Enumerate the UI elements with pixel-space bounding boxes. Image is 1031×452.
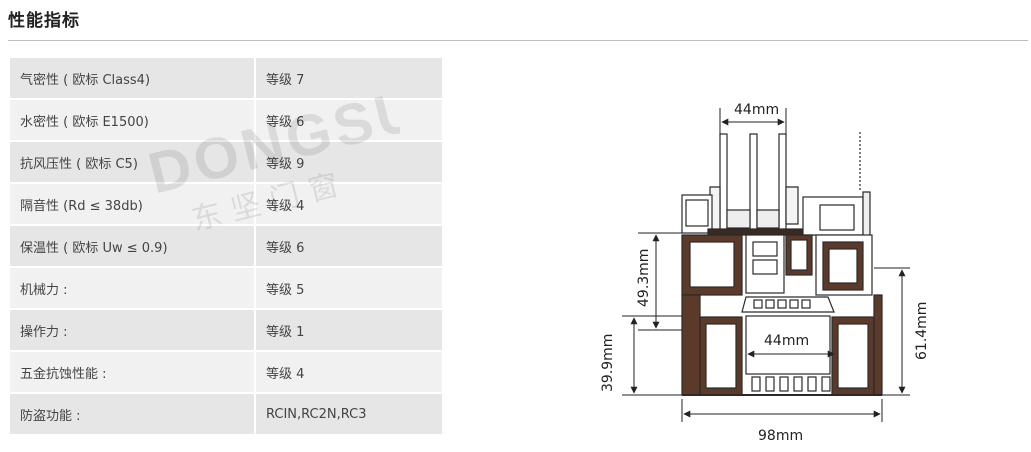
dim-left-lower bbox=[622, 315, 682, 396]
dim-left-upper-label: 49.3mm bbox=[636, 249, 652, 307]
spec-row: 隔音性 (Rd ≤ 38db) 等级 4 bbox=[10, 184, 442, 226]
profile-section-diagram: 44mm 49.3mm 39.9mm 44mm 61.4mm 98mm bbox=[600, 102, 930, 444]
dim-middle-label: 44mm bbox=[764, 333, 809, 349]
spec-row: 气密性 ( 欧标 Class4) 等级 7 bbox=[10, 58, 442, 100]
dim-right-label: 61.4mm bbox=[914, 302, 930, 360]
page-title: 性能指标 bbox=[8, 11, 80, 31]
dim-bottom bbox=[681, 399, 883, 422]
spec-row: 水密性 ( 欧标 E1500) 等级 6 bbox=[10, 100, 442, 142]
title-divider bbox=[8, 40, 1028, 41]
spec-value: 等级 4 bbox=[256, 352, 442, 394]
dim-left-upper bbox=[638, 232, 682, 331]
spec-value: 等级 6 bbox=[256, 226, 442, 268]
dim-left-lower-label: 39.9mm bbox=[600, 334, 616, 392]
spec-label: 保温性 ( 欧标 Uw ≤ 0.9) bbox=[10, 226, 256, 268]
spec-row: 机械力 : 等级 5 bbox=[10, 268, 442, 310]
spec-row: 操作力 : 等级 1 bbox=[10, 310, 442, 352]
dim-bottom-label: 98mm bbox=[758, 428, 803, 444]
spec-value: 等级 7 bbox=[256, 58, 442, 100]
spec-value: 等级 6 bbox=[256, 100, 442, 142]
spec-value: 等级 5 bbox=[256, 268, 442, 310]
spec-row: 五金抗蚀性能 : 等级 4 bbox=[10, 352, 442, 394]
spec-value: RCIN,RC2N,RC3 bbox=[256, 394, 442, 436]
spec-label: 气密性 ( 欧标 Class4) bbox=[10, 58, 256, 100]
spec-row: 抗风压性 ( 欧标 C5) 等级 9 bbox=[10, 142, 442, 184]
dim-right bbox=[874, 267, 910, 396]
spec-label: 抗风压性 ( 欧标 C5) bbox=[10, 142, 256, 184]
spec-label: 操作力 : bbox=[10, 310, 256, 352]
spec-value: 等级 9 bbox=[256, 142, 442, 184]
spec-label: 隔音性 (Rd ≤ 38db) bbox=[10, 184, 256, 226]
spec-value: 等级 1 bbox=[256, 310, 442, 352]
dim-top bbox=[719, 108, 787, 136]
spec-label: 机械力 : bbox=[10, 268, 256, 310]
spec-label: 五金抗蚀性能 : bbox=[10, 352, 256, 394]
spec-table: 气密性 ( 欧标 Class4) 等级 7 水密性 ( 欧标 E1500) 等级… bbox=[10, 58, 442, 436]
spec-row: 保温性 ( 欧标 Uw ≤ 0.9) 等级 6 bbox=[10, 226, 442, 268]
spec-value: 等级 4 bbox=[256, 184, 442, 226]
spec-label: 水密性 ( 欧标 E1500) bbox=[10, 100, 256, 142]
profile-drawing bbox=[681, 132, 883, 396]
spec-row: 防盗功能 : RCIN,RC2N,RC3 bbox=[10, 394, 442, 436]
dim-top-label: 44mm bbox=[734, 102, 779, 118]
spec-label: 防盗功能 : bbox=[10, 394, 256, 436]
